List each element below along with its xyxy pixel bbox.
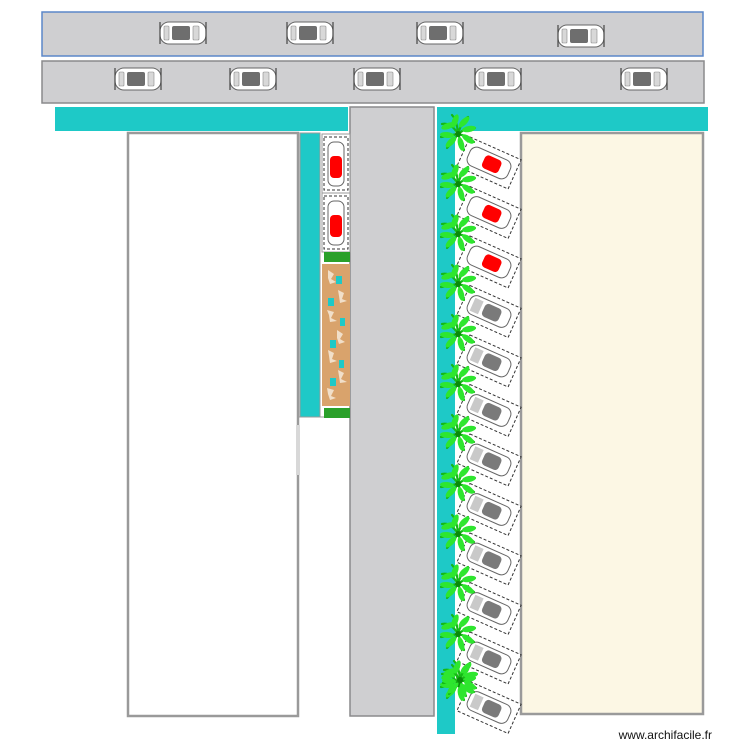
vertical-road: [349, 106, 435, 717]
sidewalk-top-right: [437, 107, 708, 131]
car-icon: [330, 215, 342, 237]
hedge: [324, 408, 350, 418]
parking-spot: [456, 532, 522, 586]
car-icon: [481, 303, 502, 322]
parking-spot: [456, 433, 522, 487]
car-icon: [286, 21, 334, 45]
parking-spot: [456, 284, 522, 339]
sidewalk-left-strip: [299, 132, 321, 418]
car-icon: [114, 67, 162, 91]
right-building: [519, 131, 705, 716]
parking-spot: [456, 631, 522, 685]
car-icon: [481, 254, 502, 272]
watermark: www.archifacile.fr: [618, 728, 712, 742]
car-icon: [620, 67, 668, 91]
car-icon: [481, 155, 502, 173]
left-building: [126, 131, 300, 718]
parking-spot: [456, 235, 522, 289]
parking-spot: [456, 383, 522, 438]
parking-spot: [456, 136, 522, 190]
car-icon: [481, 699, 502, 718]
parking-spot: [327, 200, 345, 246]
parking-spot: [456, 185, 522, 240]
car-icon: [481, 600, 502, 619]
car-icon: [159, 21, 207, 45]
right-parking-row: [456, 136, 522, 735]
car-icon: [557, 24, 605, 48]
car-icon: [416, 21, 464, 45]
hedge: [324, 252, 350, 262]
car-icon: [481, 551, 502, 569]
car-icon: [330, 156, 342, 178]
parking-spot: [456, 581, 522, 636]
parking-spot: [456, 680, 522, 735]
car-icon: [481, 452, 502, 470]
parking-spot: [327, 141, 345, 187]
left-parking-area: [321, 133, 351, 418]
car-icon: [481, 501, 502, 520]
car-icon: [353, 67, 401, 91]
car-icon: [229, 67, 277, 91]
car-icon: [481, 353, 502, 371]
sidewalk-top-left: [55, 107, 348, 131]
car-icon: [481, 402, 502, 421]
car-icon: [474, 67, 522, 91]
car-icon: [481, 204, 502, 223]
car-icon: [481, 650, 502, 668]
parking-spot: [456, 482, 522, 537]
